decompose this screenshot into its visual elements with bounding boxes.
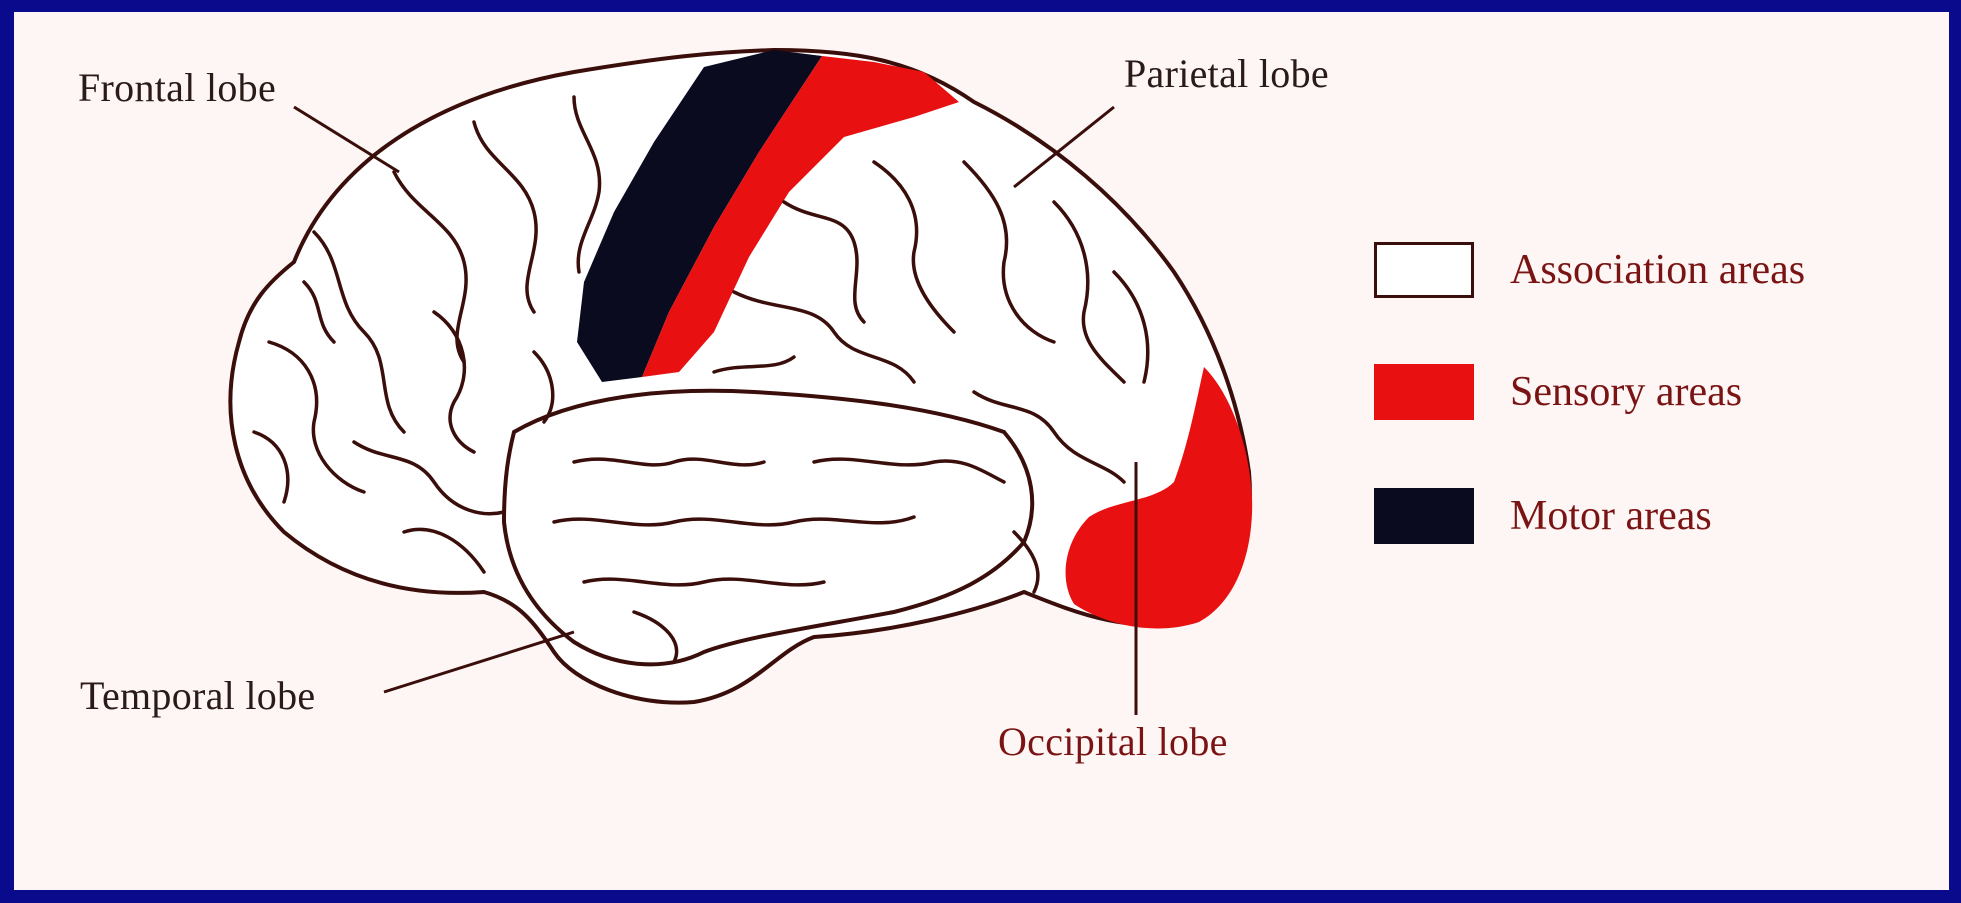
- sensory-area-occipital: [1065, 367, 1253, 629]
- sensory-swatch: [1374, 364, 1474, 420]
- frontal-lobe-label: Frontal lobe: [78, 65, 277, 110]
- association-swatch: [1374, 242, 1474, 298]
- parietal-lobe-label: Parietal lobe: [1124, 51, 1329, 96]
- temporal-lobe-outline: [501, 388, 1035, 667]
- brain-sulci: [252, 95, 1150, 664]
- brain-illustration: [228, 47, 1253, 715]
- leader-lines: [293, 105, 1138, 715]
- legend-label: Sensory areas: [1510, 369, 1743, 415]
- legend-label: Association areas: [1510, 247, 1806, 293]
- legend-label: Motor areas: [1510, 493, 1712, 539]
- sensory-area-parietal: [642, 56, 959, 377]
- occipital-lobe-label: Occipital lobe: [998, 719, 1228, 764]
- motor-swatch: [1374, 488, 1474, 544]
- motor-area: [577, 50, 822, 382]
- diagram-panel: Frontal lobe Parietal lobe Temporal lobe…: [14, 12, 1949, 890]
- temporal-lobe-label: Temporal lobe: [80, 673, 316, 718]
